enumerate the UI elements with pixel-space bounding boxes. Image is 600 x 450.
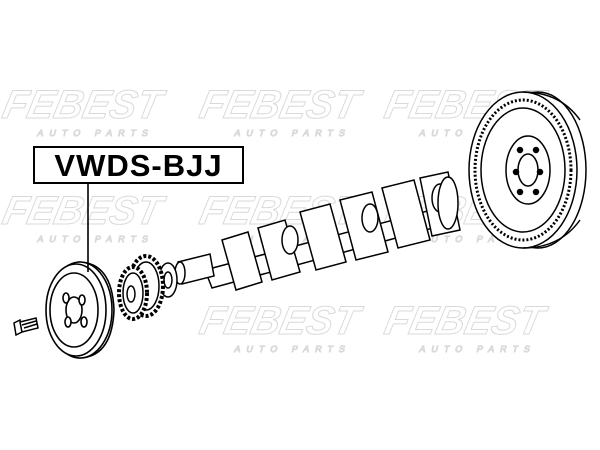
watermark-tagline: AUTO PARTS	[419, 344, 538, 354]
watermark-brand: FEBEST	[196, 81, 367, 126]
watermark-7: FEBEST AUTO PARTS	[195, 297, 367, 355]
watermark-brand: FEBEST	[0, 187, 170, 232]
watermark-8: FEBEST AUTO PARTS	[380, 297, 552, 355]
watermark-1: FEBEST AUTO PARTS	[0, 81, 170, 139]
watermark-tagline: AUTO PARTS	[234, 128, 353, 138]
watermark-2: FEBEST AUTO PARTS	[195, 81, 367, 139]
watermark-tagline: AUTO PARTS	[37, 234, 156, 244]
flywheel	[468, 91, 587, 249]
crankshaft	[174, 171, 461, 291]
watermark-tagline: AUTO PARTS	[234, 344, 353, 354]
watermark-brand: FEBEST	[381, 297, 552, 342]
watermark-brand: FEBEST	[0, 81, 170, 126]
part-number-text: VWDS-BJJ	[54, 147, 223, 183]
watermark-4: FEBEST AUTO PARTS	[0, 187, 170, 245]
timing-sprocket	[117, 254, 165, 321]
watermark-tagline: AUTO PARTS	[419, 234, 538, 244]
part-number-label: VWDS-BJJ	[33, 146, 244, 184]
watermark-brand: FEBEST	[196, 297, 367, 342]
watermark-tagline: AUTO PARTS	[37, 128, 156, 138]
crankshaft-pulley	[45, 261, 115, 359]
bolt	[13, 317, 39, 337]
